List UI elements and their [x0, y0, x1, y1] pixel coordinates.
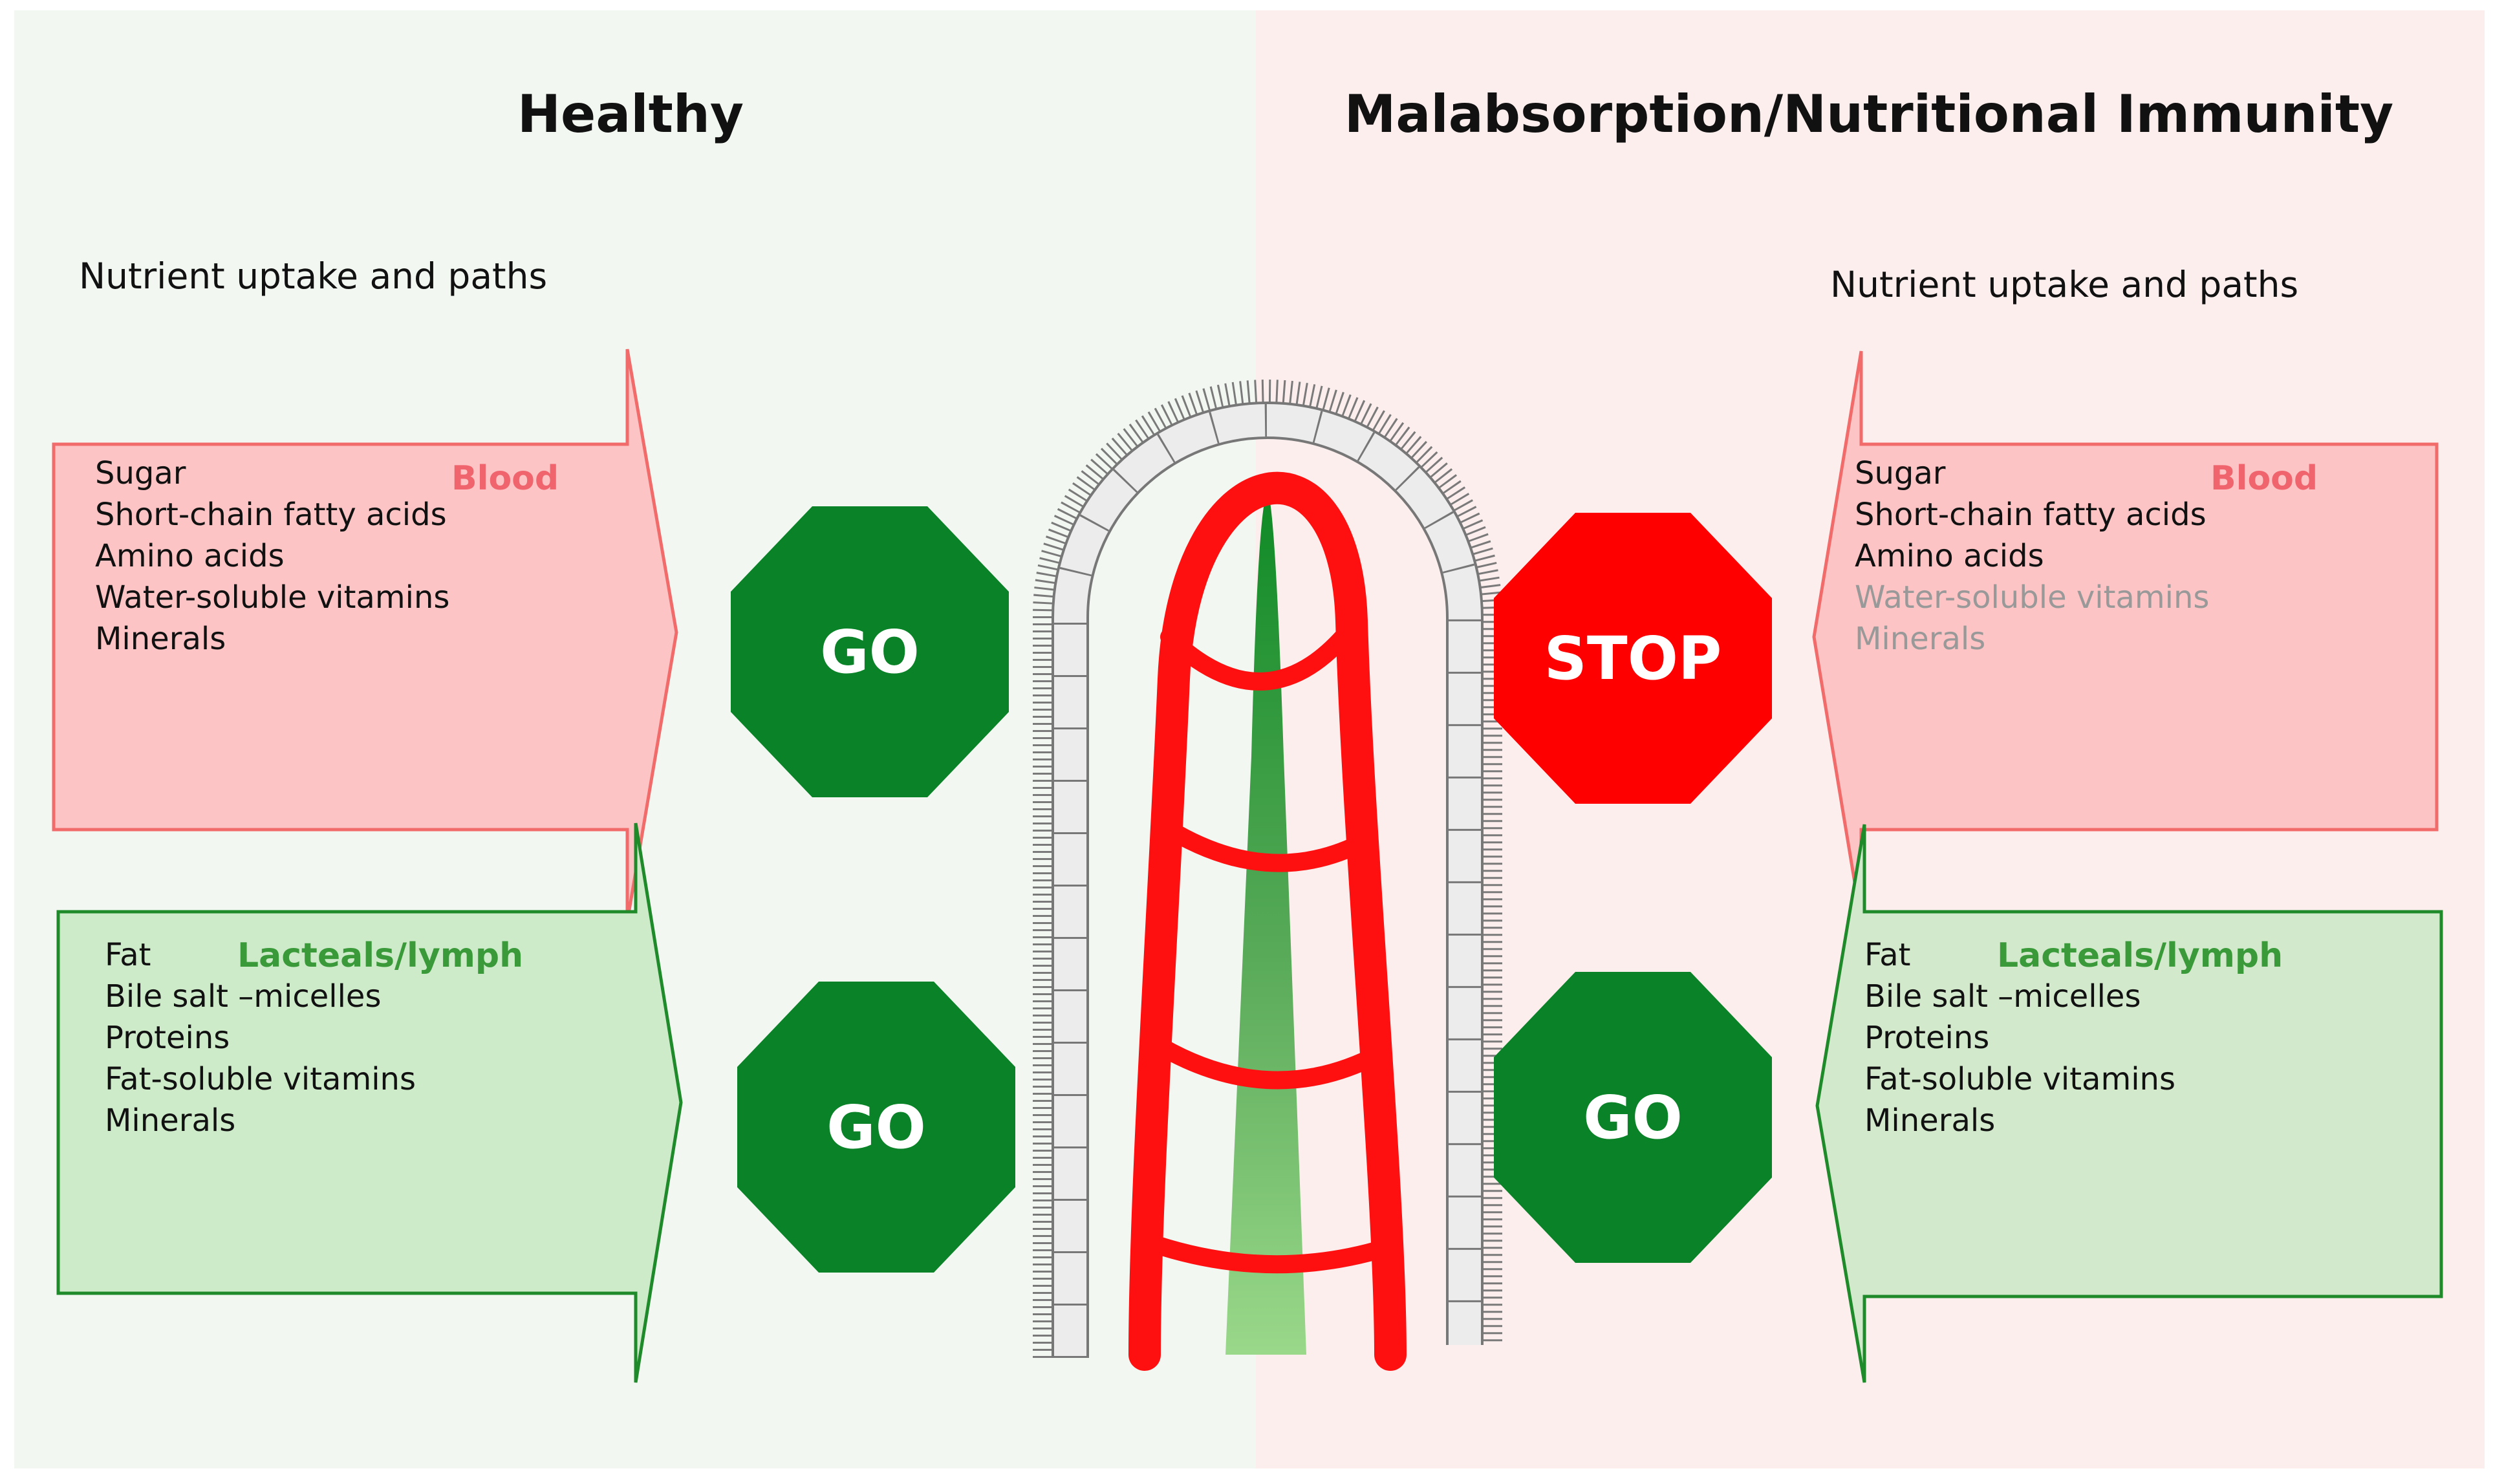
list-item: Fat [1864, 937, 1911, 973]
healthy-lymph-go-sign: GO [737, 982, 1015, 1273]
malabsorption-blood-arrow [1812, 350, 2439, 922]
sign-label: GO [820, 617, 920, 687]
healthy-blood-label: Blood [451, 459, 559, 498]
healthy-blood-arrow [52, 349, 678, 922]
list-item: Bile salt –micelles [105, 978, 382, 1015]
list-item-faded: Water-soluble vitamins [1855, 579, 2210, 616]
list-item: Fat-soluble vitamins [105, 1061, 416, 1097]
list-item: Proteins [105, 1020, 230, 1056]
list-item: Amino acids [1855, 538, 2044, 574]
malabsorption-lymph-label: Lacteals/lymph [1997, 936, 2283, 975]
malabsorption-subtitle: Nutrient uptake and paths [1830, 264, 2299, 305]
list-item: Bile salt –micelles [1864, 978, 2141, 1015]
healthy-title: Healthy [517, 84, 744, 144]
list-item: Minerals [105, 1102, 236, 1139]
list-item: Sugar [95, 455, 186, 491]
intestinal-villus-icon [1033, 380, 1502, 1371]
malabsorption-lymph-go-sign: GO [1494, 972, 1772, 1263]
healthy-lymph-arrow [56, 823, 683, 1383]
list-item: Minerals [1864, 1102, 1996, 1139]
list-item: Sugar [1855, 455, 1946, 491]
healthy-lymph-label: Lacteals/lymph [237, 936, 524, 975]
malabsorption-blood-stop-sign: STOP [1494, 513, 1772, 804]
go-octagon-icon [1494, 972, 1772, 1263]
go-octagon-icon [731, 506, 1009, 797]
malabsorption-title: Malabsorption/Nutritional Immunity [1344, 84, 2394, 144]
go-octagon-icon [737, 982, 1015, 1273]
healthy-lymph-list: Fat Bile salt –micelles Proteins Fat-sol… [105, 934, 416, 1141]
list-item: Proteins [1864, 1020, 1990, 1056]
malabsorption-lymph-arrow [1815, 824, 2443, 1383]
sign-label: STOP [1544, 623, 1722, 693]
list-item: Short-chain fatty acids [1855, 497, 2207, 533]
malabsorption-lymph-list: Fat Bile salt –micelles Proteins Fat-sol… [1864, 934, 2175, 1141]
sign-label: GO [1583, 1082, 1683, 1152]
malabsorption-blood-list: Sugar Short-chain fatty acids Amino acid… [1855, 453, 2209, 660]
healthy-subtitle: Nutrient uptake and paths [79, 255, 548, 297]
sign-label: GO [826, 1092, 926, 1162]
stop-octagon-icon [1494, 513, 1772, 804]
healthy-blood-go-sign: GO [731, 506, 1009, 797]
list-item: Fat [105, 937, 151, 973]
malabsorption-blood-label: Blood [2210, 459, 2318, 498]
list-item: Short-chain fatty acids [95, 497, 447, 533]
list-item: Amino acids [95, 538, 285, 574]
list-item: Fat-soluble vitamins [1864, 1061, 2175, 1097]
list-item-faded: Minerals [1855, 621, 1986, 657]
list-item: Minerals [95, 621, 226, 657]
healthy-blood-list: Sugar Short-chain fatty acids Amino acid… [95, 453, 449, 660]
list-item: Water-soluble vitamins [95, 579, 450, 616]
